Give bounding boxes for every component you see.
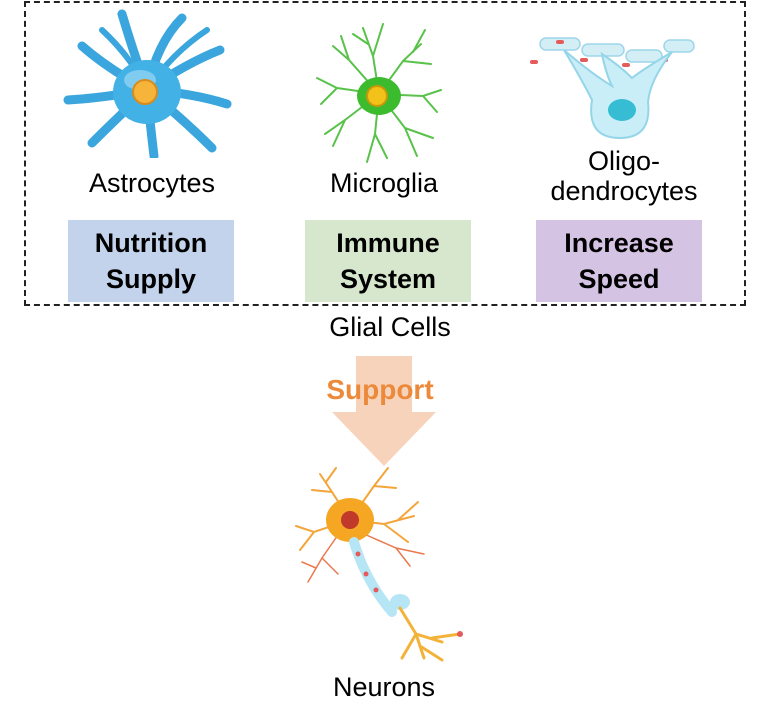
- oligodendrocyte-icon: [530, 37, 695, 140]
- support-label: Support: [326, 374, 434, 405]
- astrocyte-icon: [63, 9, 232, 158]
- neurons-label: Neurons: [332, 672, 436, 702]
- increase-speed-box: Increase Speed: [536, 220, 702, 302]
- immune-system-box: Immune System: [305, 220, 471, 302]
- glial-cells-label: Glial Cells: [329, 312, 451, 342]
- oligodendrocytes-label: Oligo- dendrocytes: [550, 146, 698, 206]
- glial-cells-group: [24, 1, 746, 306]
- astrocytes-label: Astrocytes: [88, 168, 216, 198]
- neuron-icon: [295, 467, 463, 662]
- nutrition-supply-box: Nutrition Supply: [68, 220, 234, 302]
- microglia-icon: [316, 23, 442, 163]
- microglia-label: Microglia: [329, 168, 439, 198]
- support-arrow: [332, 356, 436, 466]
